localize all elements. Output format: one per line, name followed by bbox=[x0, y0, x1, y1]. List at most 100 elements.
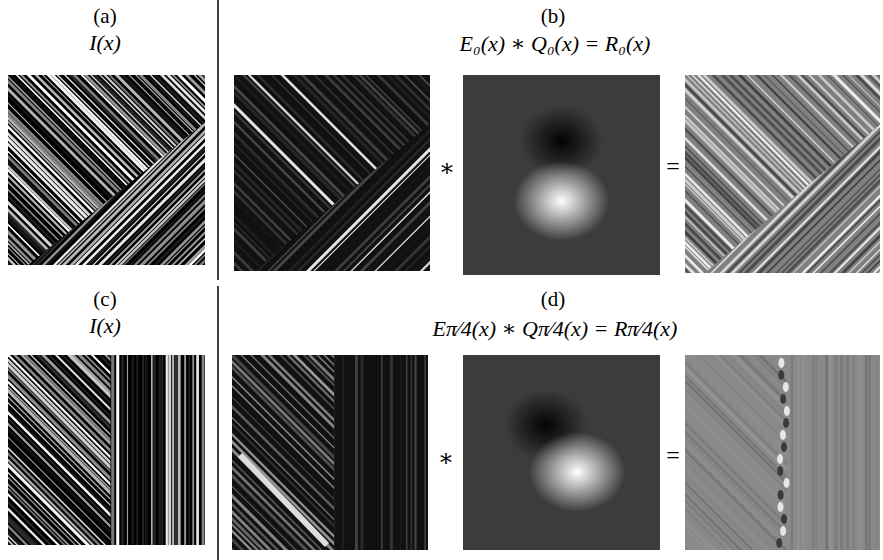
stripe bbox=[0, 341, 216, 560]
stripe bbox=[42, 350, 433, 560]
edge-dot bbox=[783, 418, 789, 428]
stripe bbox=[326, 176, 328, 560]
stripe bbox=[626, 0, 883, 330]
image-panel bbox=[463, 75, 660, 275]
stripe bbox=[684, 177, 687, 560]
stripe bbox=[772, 177, 775, 560]
image-symbol: I(x) bbox=[89, 314, 121, 338]
stripe bbox=[101, 176, 103, 560]
stripe bbox=[0, 0, 272, 335]
stripe bbox=[355, 176, 358, 560]
stripe bbox=[166, 176, 168, 560]
texture bbox=[193, 176, 468, 560]
stripe bbox=[213, 176, 215, 560]
stripe bbox=[106, 176, 109, 560]
stripe bbox=[38, 176, 40, 560]
stripe bbox=[716, 177, 717, 560]
stripe bbox=[78, 314, 469, 560]
stripe bbox=[791, 177, 793, 560]
stripe bbox=[213, 176, 216, 560]
stripe bbox=[61, 176, 63, 560]
stripe bbox=[785, 177, 786, 560]
stripe bbox=[104, 176, 105, 560]
stripe bbox=[111, 176, 114, 560]
stripe bbox=[0, 176, 2, 560]
stripe bbox=[846, 177, 849, 560]
stripe bbox=[732, 177, 733, 560]
stripe bbox=[769, 177, 771, 560]
edge-dot bbox=[780, 394, 786, 404]
stripe bbox=[0, 0, 270, 333]
stripe bbox=[689, 177, 692, 560]
stripe bbox=[218, 176, 220, 560]
stripe bbox=[0, 287, 269, 560]
stripe bbox=[51, 0, 443, 284]
equation: E₀(x) ∗ Q₀(x) = R₀(x) bbox=[460, 32, 651, 56]
stripe bbox=[737, 177, 740, 560]
stripe bbox=[87, 305, 478, 560]
stripe bbox=[189, 176, 190, 560]
stripe bbox=[798, 177, 800, 560]
stripe bbox=[390, 176, 393, 560]
stripe bbox=[775, 177, 778, 560]
edge-dot bbox=[784, 406, 790, 416]
stripe bbox=[807, 177, 809, 560]
stripe bbox=[30, 176, 32, 560]
stripe bbox=[5, 176, 7, 560]
stripe bbox=[720, 177, 722, 560]
stripe bbox=[64, 328, 455, 560]
stripe bbox=[56, 176, 57, 560]
stripe bbox=[121, 176, 123, 560]
stripe bbox=[442, 176, 443, 560]
stripe bbox=[0, 299, 257, 560]
stripe bbox=[742, 177, 743, 560]
stripe bbox=[0, 0, 241, 305]
stripe bbox=[265, 176, 266, 560]
stripe bbox=[220, 176, 222, 560]
stripe bbox=[192, 176, 194, 560]
stripe bbox=[68, 176, 70, 560]
divider-line bbox=[217, 0, 219, 280]
stripe bbox=[634, 211, 883, 560]
texture bbox=[0, 176, 243, 560]
stripe bbox=[175, 176, 178, 560]
stripe bbox=[645, 0, 883, 311]
stripe bbox=[361, 176, 364, 560]
stripe bbox=[882, 177, 883, 560]
edge-dot bbox=[778, 370, 784, 380]
divider-line bbox=[217, 286, 219, 560]
stripe bbox=[0, 0, 205, 269]
stripe bbox=[151, 176, 152, 560]
stripe bbox=[0, 308, 249, 560]
stripe bbox=[271, 176, 273, 560]
stripe bbox=[38, 0, 430, 271]
stripe bbox=[0, 0, 249, 313]
stripe bbox=[95, 297, 486, 560]
stripe bbox=[753, 177, 755, 560]
stripe bbox=[829, 177, 831, 560]
stripe bbox=[100, 292, 491, 560]
stripe bbox=[295, 176, 296, 560]
stripe bbox=[759, 177, 761, 560]
panel-label: (d) bbox=[541, 288, 566, 311]
stripe bbox=[682, 163, 883, 553]
stripe bbox=[411, 176, 413, 560]
stripe bbox=[105, 0, 497, 338]
stripe bbox=[91, 176, 93, 560]
stripe bbox=[835, 177, 838, 560]
stripe bbox=[48, 176, 50, 560]
stripe bbox=[63, 0, 455, 296]
stripe bbox=[192, 176, 194, 560]
stripe bbox=[92, 21, 484, 413]
stripe bbox=[52, 339, 443, 560]
stripe bbox=[0, 0, 227, 291]
image-ground bbox=[463, 75, 660, 275]
edge-dot bbox=[784, 478, 790, 488]
stripe bbox=[381, 176, 383, 560]
stripe bbox=[0, 351, 206, 560]
edge-dot bbox=[777, 454, 783, 464]
stripe bbox=[747, 177, 750, 560]
stripe bbox=[210, 176, 213, 560]
